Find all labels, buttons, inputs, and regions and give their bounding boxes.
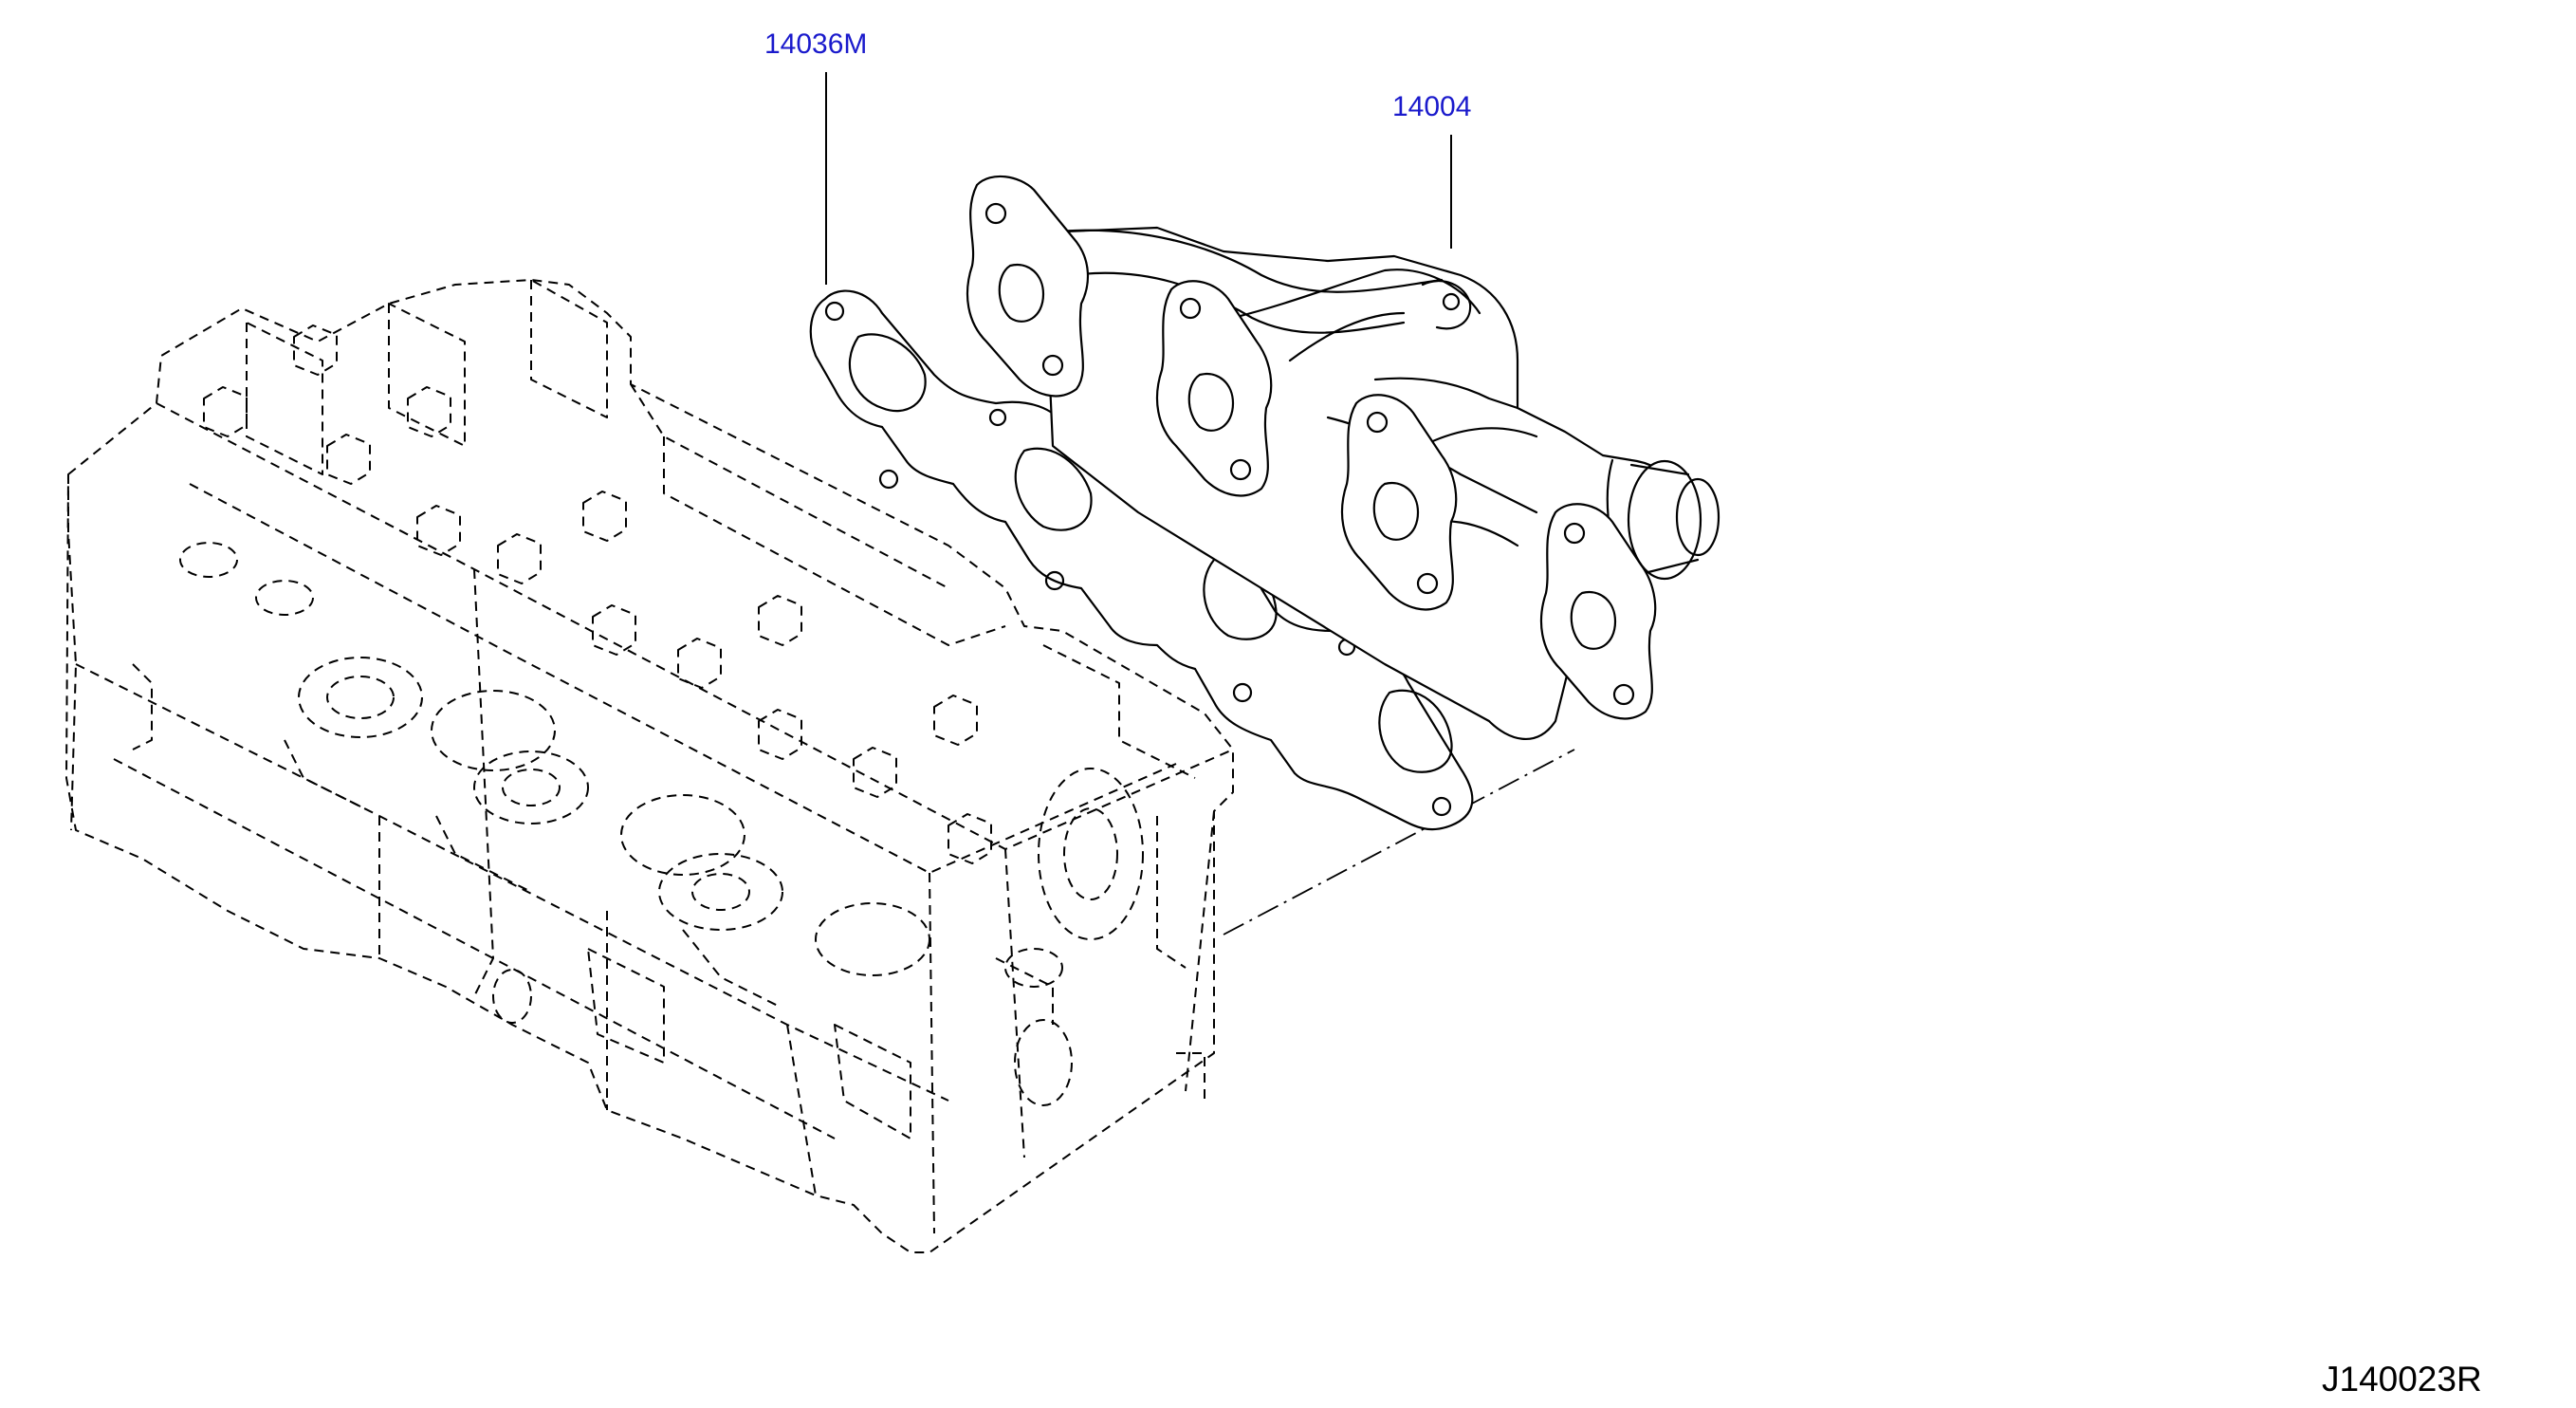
callout-label-14004[interactable]: 14004: [1392, 91, 1471, 122]
diagram-code: J140023R: [2322, 1360, 2482, 1399]
callout-label-14036M[interactable]: 14036M: [764, 28, 867, 60]
exhaust-manifold: [966, 175, 1720, 740]
cylinder-head-phantom-drawing: [65, 279, 1234, 1253]
exhaust-manifold-gasket: [809, 289, 1474, 831]
head-bolt-row: [203, 324, 992, 864]
alignment-centerline: [1223, 749, 1575, 936]
